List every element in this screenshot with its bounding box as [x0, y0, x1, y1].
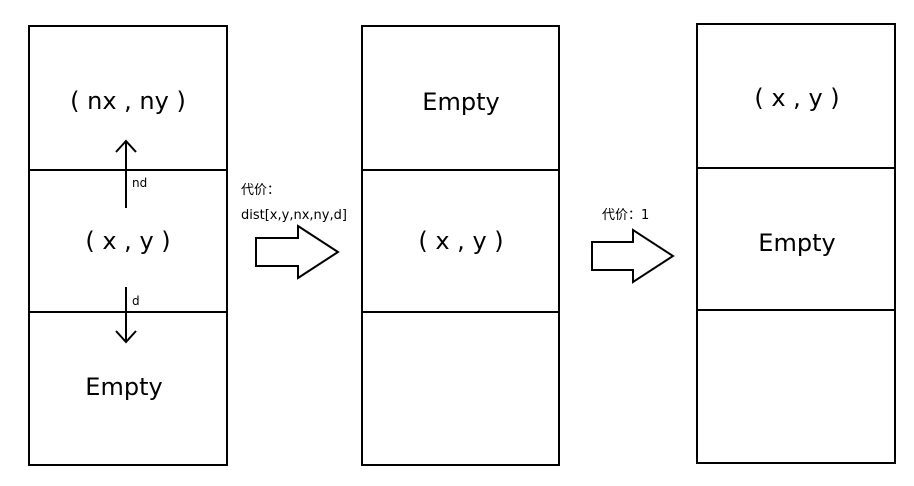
up-arrow-label: nd — [132, 176, 147, 190]
column-3-cell-2-text: Empty — [758, 229, 835, 257]
transition-2-arrow-shape — [591, 228, 675, 284]
column-3-cell-1-text: ( x , y ) — [754, 84, 839, 112]
column-1-outline — [28, 25, 228, 466]
transition-2: 代价：1 — [591, 208, 675, 284]
column-1-cell-3-text: Empty — [85, 373, 162, 401]
transition-1: 代价： dist[x,y,nx,ny,d] — [241, 183, 347, 280]
column-2: Empty ( x , y ) — [361, 25, 560, 466]
up-arrow — [115, 139, 137, 208]
transition-1-arrow-shape — [255, 224, 340, 280]
transition-1-cost-line2: dist[x,y,nx,ny,d] — [241, 208, 347, 223]
down-arrow — [115, 287, 137, 344]
column-1-cell-2-text: ( x , y ) — [85, 227, 170, 255]
column-2-cell-1-text: Empty — [422, 88, 499, 116]
column-1: ( nx , ny ) ( x , y ) Empty nd d — [28, 25, 228, 466]
column-3-outline — [696, 23, 896, 464]
column-1-cell-1-text: ( nx , ny ) — [70, 87, 186, 115]
column-2-outline — [361, 25, 560, 466]
column-2-cell-2-text: ( x , y ) — [418, 227, 503, 255]
transition-1-cost-line1: 代价： — [241, 183, 280, 198]
transition-2-cost-line1: 代价：1 — [602, 208, 649, 223]
down-arrow-label: d — [132, 294, 140, 308]
column-3: ( x , y ) Empty — [696, 23, 896, 464]
